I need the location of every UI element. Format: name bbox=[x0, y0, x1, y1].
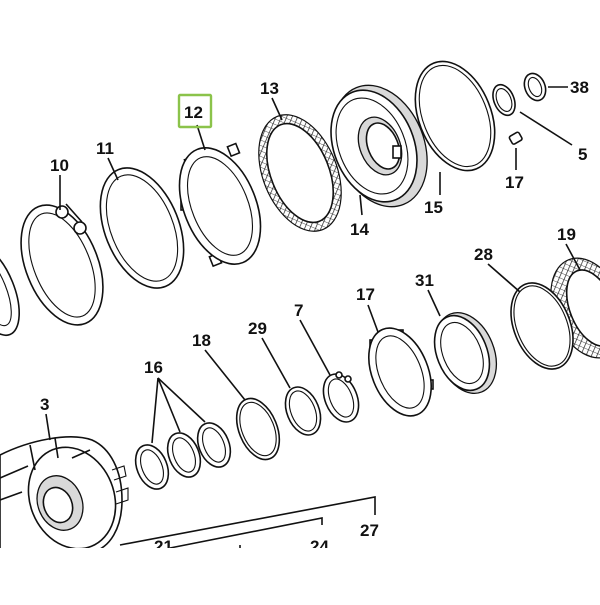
part-7-snap-ring[interactable] bbox=[317, 369, 365, 427]
callout-16: 16 bbox=[144, 358, 163, 377]
part-15-seal-ring[interactable] bbox=[400, 50, 509, 183]
callout-12-highlight bbox=[177, 93, 213, 129]
callout-labels: 10 11 12 13 14 15 38 5 17 19 28 31 17 7 … bbox=[40, 78, 589, 556]
callout-18: 18 bbox=[192, 331, 211, 350]
part-29-ring[interactable] bbox=[279, 382, 327, 440]
part-17-plate[interactable] bbox=[357, 319, 443, 425]
part-16-o-rings[interactable] bbox=[129, 418, 236, 494]
callout-17-plate: 17 bbox=[356, 285, 375, 304]
callout-28: 28 bbox=[474, 245, 493, 264]
callout-11: 11 bbox=[96, 139, 114, 158]
part-18-ring[interactable] bbox=[228, 392, 287, 466]
partial-ring-left bbox=[0, 243, 20, 337]
part-17-pin[interactable] bbox=[508, 131, 523, 145]
part-13-friction-disc[interactable] bbox=[243, 103, 357, 244]
callout-27: 27 bbox=[360, 521, 379, 540]
part-11-ring[interactable] bbox=[84, 156, 200, 301]
callout-3: 3 bbox=[40, 395, 49, 414]
callout-29: 29 bbox=[248, 319, 267, 338]
part-28-ring[interactable] bbox=[499, 274, 585, 378]
callout-15: 15 bbox=[424, 198, 443, 217]
callout-5: 5 bbox=[578, 145, 587, 164]
callout-7: 7 bbox=[294, 301, 303, 320]
callout-13: 13 bbox=[260, 79, 279, 98]
part-38-o-ring[interactable] bbox=[520, 70, 549, 103]
callout-12: 12 bbox=[184, 103, 203, 122]
bottom-margin bbox=[0, 548, 600, 600]
callout-17-pin: 17 bbox=[505, 173, 524, 192]
part-3-clutch-drum[interactable] bbox=[0, 434, 130, 562]
callout-38: 38 bbox=[570, 78, 589, 97]
part-31-seal[interactable] bbox=[424, 304, 507, 403]
leader-lines bbox=[45, 86, 581, 552]
callout-14: 14 bbox=[350, 220, 369, 239]
part-14-piston[interactable] bbox=[315, 71, 444, 221]
callout-19: 19 bbox=[557, 225, 576, 244]
callout-10: 10 bbox=[50, 156, 69, 175]
part-12-steel-plate[interactable] bbox=[164, 136, 276, 276]
callout-31: 31 bbox=[415, 271, 434, 290]
part-10-snap-ring[interactable] bbox=[5, 193, 119, 337]
part-5-o-ring[interactable] bbox=[489, 81, 520, 118]
